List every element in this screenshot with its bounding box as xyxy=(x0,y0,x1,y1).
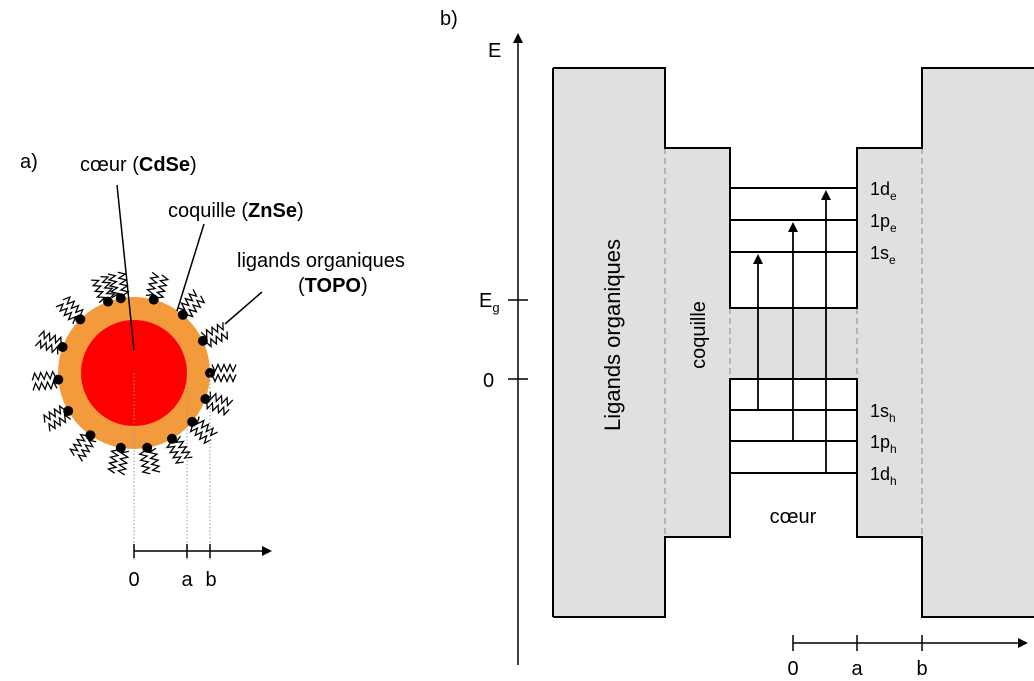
ligand-chain xyxy=(34,338,59,355)
ligand-head xyxy=(57,342,68,352)
region-label-shell: coquille xyxy=(688,301,710,369)
ligand-chain xyxy=(31,369,57,382)
core-pointer xyxy=(116,184,135,351)
zero-label: 0 xyxy=(483,370,494,392)
ligand-chain xyxy=(147,447,161,473)
ligand-head xyxy=(85,430,96,441)
region-label-ligands: Ligands organiques xyxy=(600,239,625,431)
ligand-heads xyxy=(53,293,215,453)
tick-label-0-b: 0 xyxy=(787,658,798,680)
level-label-1pe: 1pe xyxy=(870,211,897,235)
ligand-chain xyxy=(185,295,206,318)
transitions xyxy=(753,190,831,473)
tick-label-a-a: a xyxy=(181,569,193,591)
right-barrier-region xyxy=(857,68,1034,617)
level-label-1se: 1se xyxy=(870,243,896,267)
ligand-chain xyxy=(68,433,89,457)
ligand-chain xyxy=(206,401,230,417)
ligand-chain xyxy=(43,404,67,423)
panel-b-label: b) xyxy=(440,8,458,30)
level-label-1sh: 1sh xyxy=(870,401,896,425)
ligand-chain xyxy=(55,302,77,325)
shell-pointer xyxy=(176,223,205,312)
ligand-chain xyxy=(174,435,193,459)
ligand-chain xyxy=(195,416,218,437)
ligand-chain xyxy=(155,274,170,299)
ligand-chain xyxy=(62,295,84,318)
ligand-chain xyxy=(209,391,234,408)
ligand-head xyxy=(187,416,198,427)
ligand-chain xyxy=(38,329,62,345)
energy-axis-label: E xyxy=(488,40,501,62)
ligand-head xyxy=(53,374,64,385)
ligand-chain xyxy=(177,289,198,312)
level-label-1ph: 1ph xyxy=(870,432,897,456)
ligand-chain xyxy=(200,322,224,339)
ligand-head xyxy=(115,293,126,304)
shell-label: coquille (ZnSe) xyxy=(168,200,304,222)
core-label: cœur (CdSe) xyxy=(80,154,197,176)
ligand-chains xyxy=(31,271,237,476)
tick-label-a-b: a xyxy=(851,658,863,680)
ligands-pointer xyxy=(224,291,263,325)
ligand-chain xyxy=(106,448,120,474)
ligand-chain xyxy=(189,424,212,445)
ligand-head xyxy=(103,296,113,307)
ligand-chain xyxy=(138,449,151,475)
eg-label: Eg xyxy=(479,290,500,315)
tick-label-0-a: 0 xyxy=(128,569,139,591)
ligand-head xyxy=(142,442,153,453)
ligand-head xyxy=(197,335,208,346)
tick-label-b-b: b xyxy=(916,658,927,680)
ligand-chain xyxy=(211,362,237,374)
panel-a: a) cœur (CdSe) coquille (ZnSe) ligands o… xyxy=(20,151,405,591)
ligand-chain xyxy=(32,379,58,392)
ligand-head xyxy=(115,442,126,453)
level-label-1de: 1de xyxy=(870,179,897,203)
ligand-chain xyxy=(204,331,228,348)
ligand-chain xyxy=(165,440,184,464)
ligand-head xyxy=(148,294,159,305)
ligand-head xyxy=(75,314,86,325)
ligand-chain xyxy=(77,439,97,462)
ligand-head xyxy=(63,406,74,416)
ligand-chain xyxy=(107,273,121,299)
left-barrier-region xyxy=(553,68,730,617)
ligands-label-line2: (TOPO) xyxy=(298,275,368,297)
ligand-chain xyxy=(48,413,72,432)
level-labels: 1de 1pe 1se 1sh 1ph 1dh xyxy=(870,179,897,488)
ligand-head xyxy=(177,309,188,320)
ligand-chain xyxy=(91,279,107,304)
level-label-1dh: 1dh xyxy=(870,464,897,488)
region-label-core: cœur xyxy=(770,506,817,528)
ligand-chain xyxy=(116,450,130,476)
panel-a-label: a) xyxy=(20,151,38,173)
panel-b: b) E Eg 0 xyxy=(440,8,1034,680)
ligand-chain xyxy=(145,271,160,297)
tick-label-b-a: b xyxy=(205,569,216,591)
ligand-chain xyxy=(100,275,116,300)
ligand-head xyxy=(167,433,177,444)
ligands-label-line1: ligands organiques xyxy=(237,250,405,272)
ligand-chain xyxy=(117,271,130,297)
ligand-chain xyxy=(211,372,237,384)
ligand-head xyxy=(200,394,211,404)
